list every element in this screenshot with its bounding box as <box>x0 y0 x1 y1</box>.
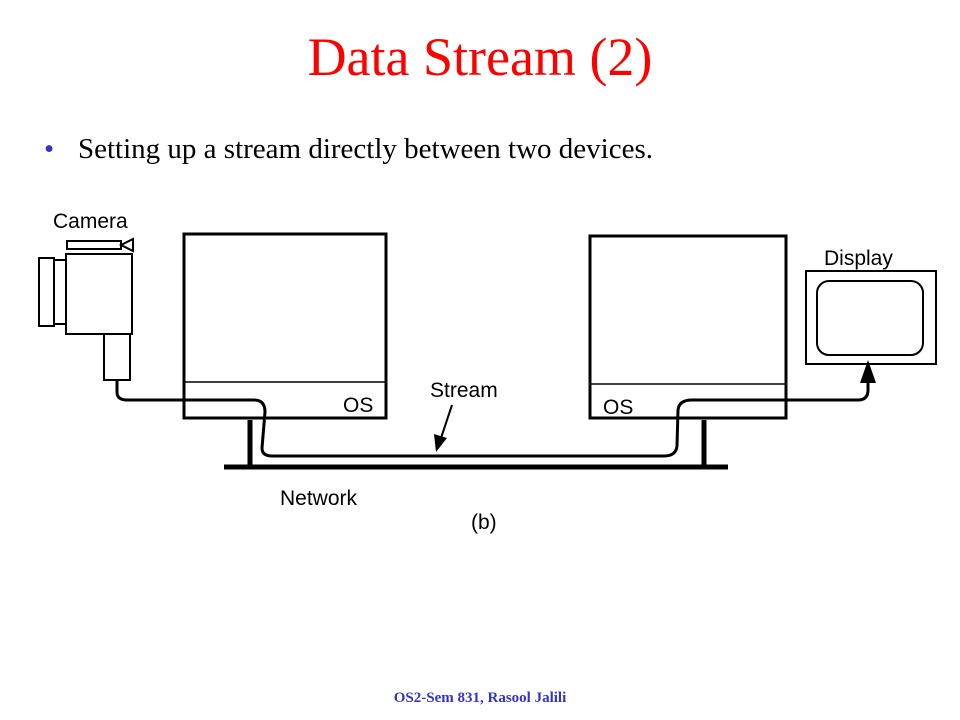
stream-pointer-arrow-icon <box>434 434 447 452</box>
stream-pointer-line <box>440 404 453 439</box>
network-label: Network <box>280 487 358 510</box>
bullet-text: Setting up a stream directly between two… <box>78 133 653 165</box>
host-left <box>182 232 388 420</box>
os-label-right: OS <box>603 396 633 419</box>
display-input-arrow-icon <box>860 360 876 383</box>
diagram-caption: (b) <box>471 511 497 534</box>
camera-icon <box>38 237 134 381</box>
display-label: Display <box>824 247 893 270</box>
stream-label: Stream <box>430 379 498 402</box>
footer-text: OS2-Sem 831, Rasool Jalili <box>393 690 567 706</box>
network-bus <box>224 420 728 470</box>
camera-label: Camera <box>53 210 128 233</box>
os-label-left: OS <box>343 394 373 417</box>
bullet-dot-icon: • <box>44 133 55 165</box>
host-right <box>588 234 788 420</box>
display-icon <box>805 270 937 365</box>
slide-title: Data Stream (2) <box>307 27 653 87</box>
bullet-item: • Setting up a stream directly between t… <box>44 133 653 166</box>
stream-path <box>115 372 870 458</box>
